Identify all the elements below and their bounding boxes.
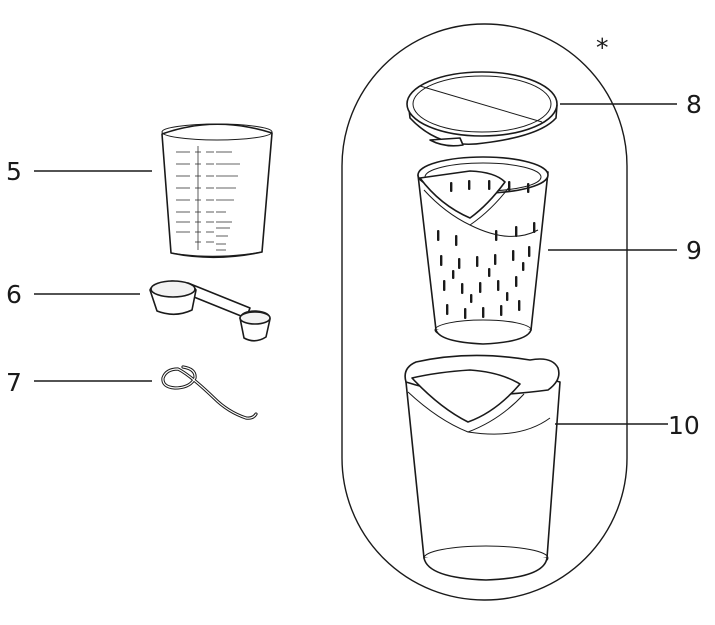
group-asterisk: * [596, 33, 609, 62]
strainer-slots [437, 180, 536, 319]
callout-7: 7 [6, 368, 22, 397]
wire-hook [161, 365, 258, 420]
callout-8: 8 [686, 90, 702, 119]
measuring-spoon [149, 280, 271, 342]
callout-6: 6 [6, 280, 22, 309]
jug [404, 354, 561, 581]
callout-10: 10 [668, 411, 700, 440]
strainer-insert [417, 156, 549, 345]
lid [406, 71, 558, 147]
measuring-cup [161, 123, 273, 259]
optional-parts-group-outline [341, 23, 628, 601]
measuring-cup-scale [176, 146, 240, 251]
callout-5: 5 [6, 157, 22, 186]
callout-9: 9 [686, 236, 702, 265]
